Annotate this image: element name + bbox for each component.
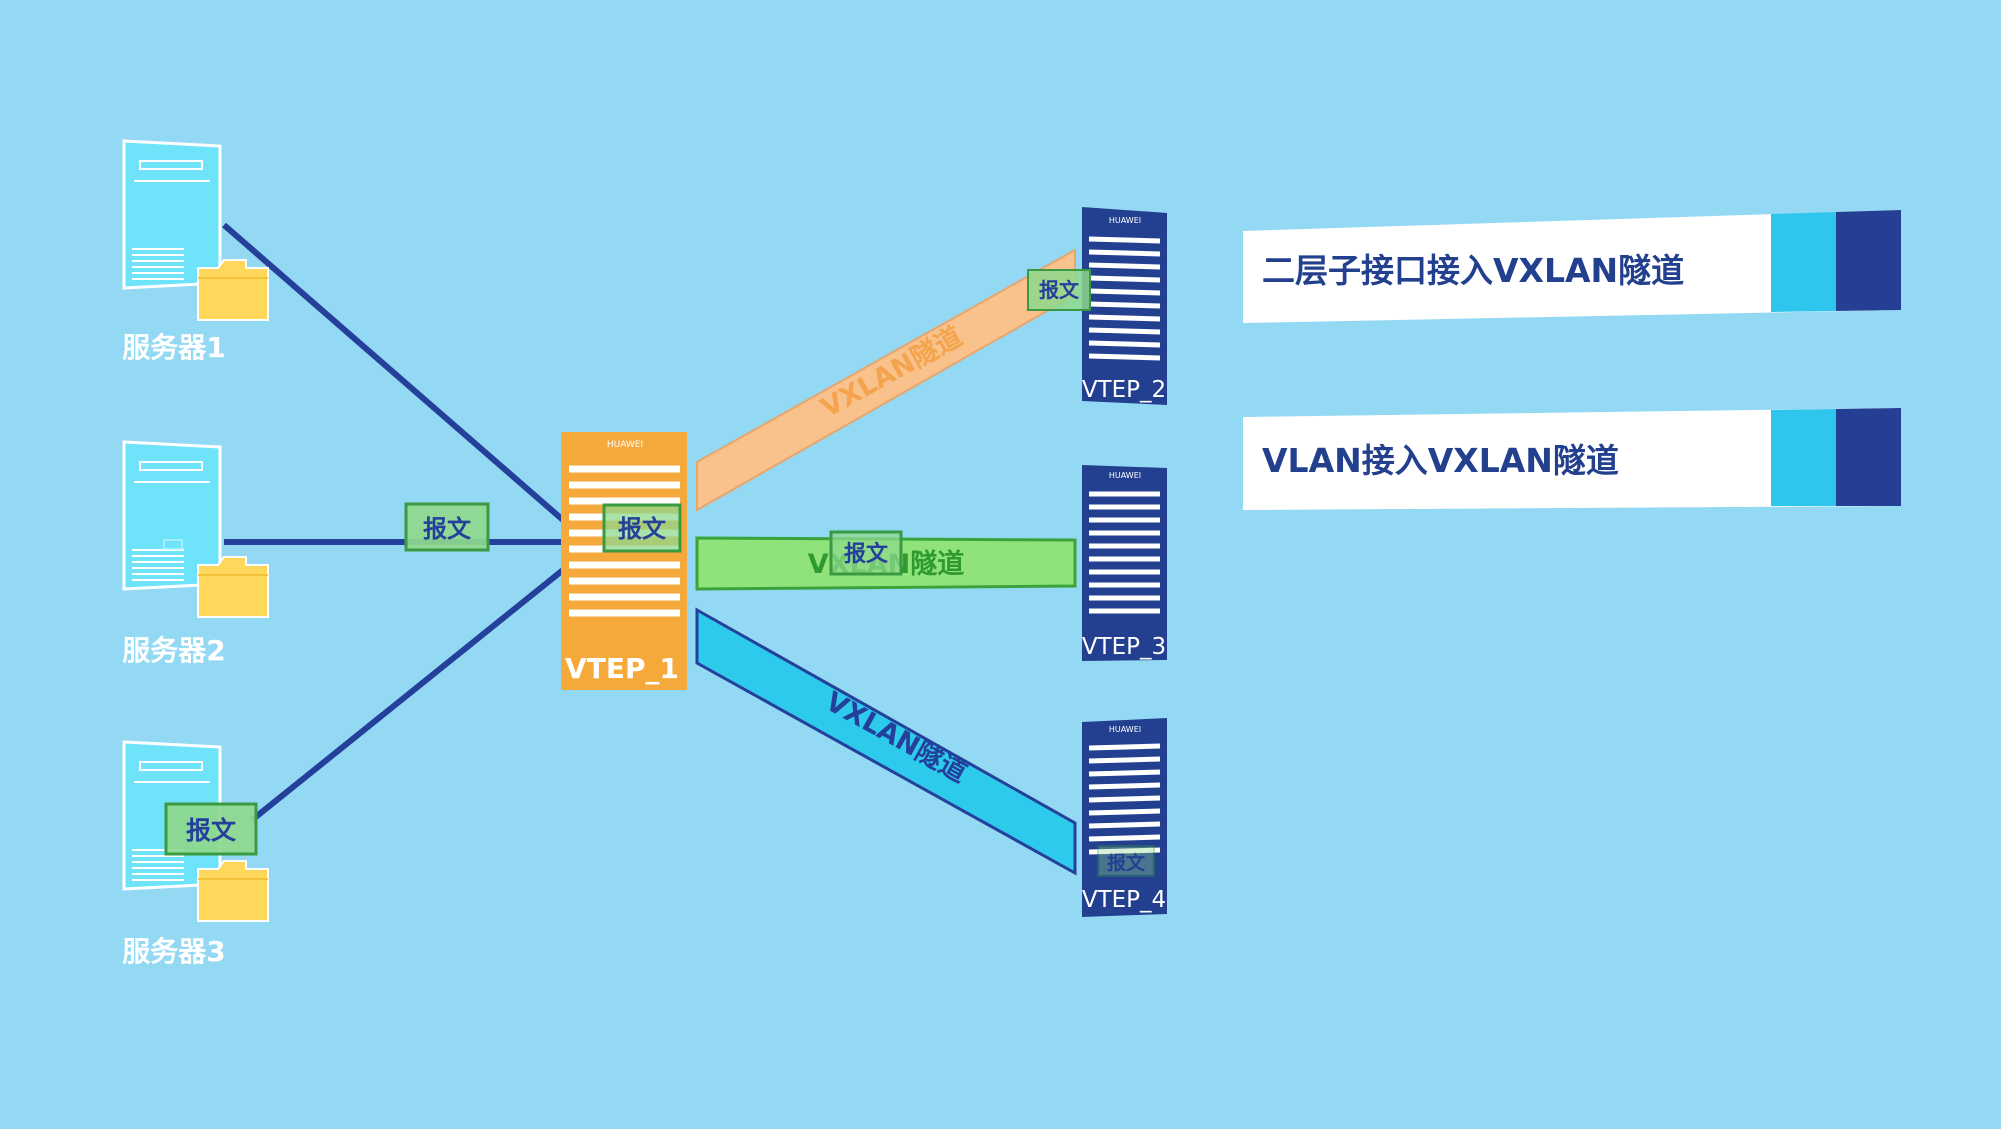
tunnel-blue: VXLAN隧道 [695,607,1077,876]
packet: 报文 [404,502,490,552]
packet-label: 报文 [186,816,237,845]
tunnel-label: VXLAN隧道 [815,320,967,424]
server-3: 服务器3 [122,740,269,968]
vtep-4: HUAWEI 报文 VTEP_4 [1082,718,1167,917]
vtep-brand-logo: HUAWEI [1109,725,1141,734]
option-label: VLAN接入VXLAN隧道 [1262,441,1619,480]
server-links [222,222,565,823]
option-card-subinterface[interactable]: 二层子接口接入VXLAN隧道 [1243,210,1901,323]
packet-label: 报文 [423,515,472,543]
server-indicator-icon [163,539,183,550]
server-label: 服务器2 [122,634,225,667]
vtep-1: HUAWEI VTEP_1 [561,432,687,690]
packet: 报文 [1027,269,1091,311]
packet-label: 报文 [618,515,667,543]
vtep-brand-logo: HUAWEI [607,440,643,450]
vtep-label: VTEP_3 [1082,634,1166,660]
server-label: 服务器3 [122,935,225,968]
packet: 报文 [602,503,682,553]
server-2: 服务器2 [122,440,269,667]
packet-faded: 报文 [1097,845,1155,877]
link-server3-vtep1 [250,567,565,823]
server-1: 服务器1 [122,139,269,364]
server-label: 服务器1 [122,331,225,364]
vtep-label: VTEP_1 [565,652,679,685]
link-server1-vtep1 [222,222,565,523]
packet-label: 报文 [1107,851,1146,874]
packet-label: 报文 [1039,278,1080,302]
packet-label: 报文 [844,541,889,567]
vtep-3: HUAWEI VTEP_3 [1082,465,1167,661]
vtep-brand-logo: HUAWEI [1109,216,1141,225]
packet: 报文 [829,530,903,576]
vtep-brand-logo: HUAWEI [1109,471,1141,480]
vtep-2: HUAWEI VTEP_2 [1082,207,1167,405]
option-card-vlan[interactable]: VLAN接入VXLAN隧道 [1243,408,1901,510]
option-label: 二层子接口接入VXLAN隧道 [1262,251,1684,290]
vtep-label: VTEP_2 [1082,377,1166,403]
tunnel-orange: VXLAN隧道 [696,248,1076,512]
packet: 报文 [164,802,258,856]
vtep-label: VTEP_4 [1082,887,1166,913]
